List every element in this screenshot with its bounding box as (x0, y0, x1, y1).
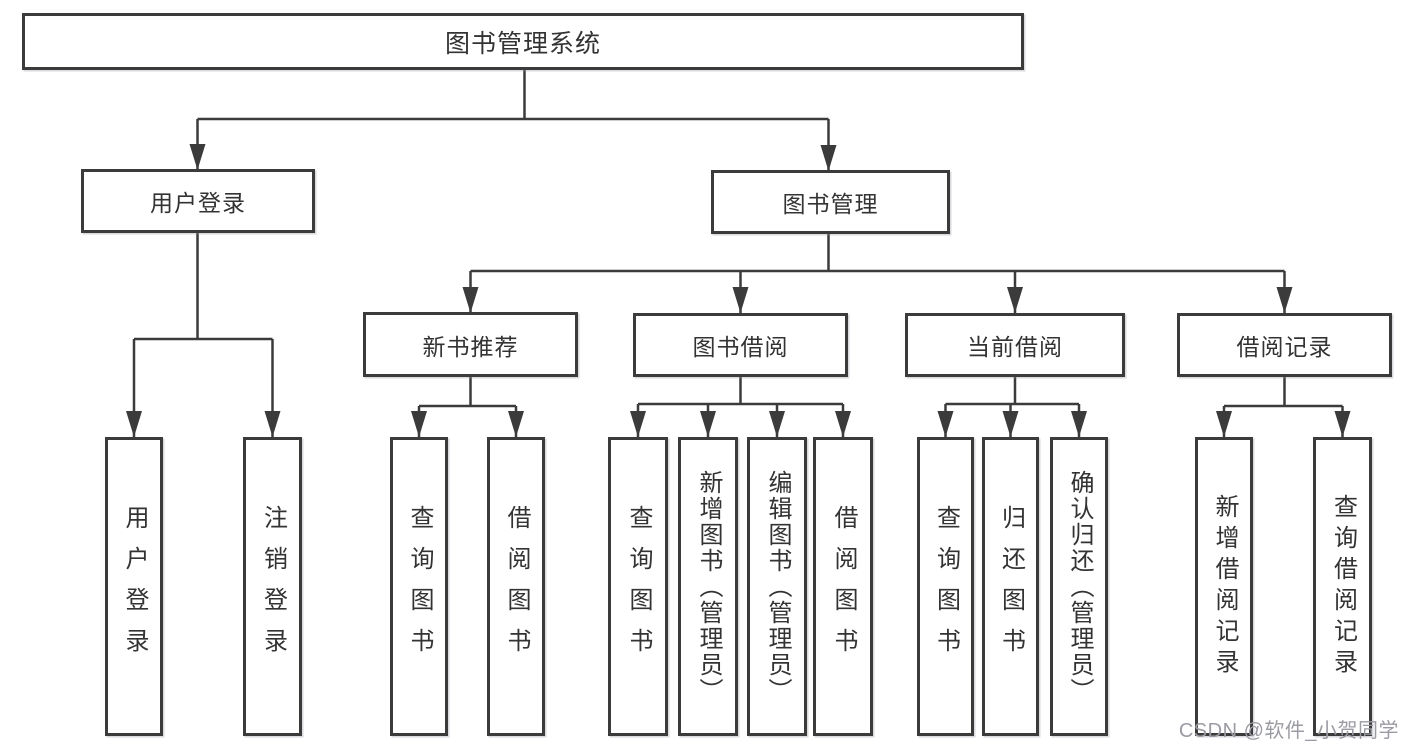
node-label: 图书管理系统 (444, 29, 601, 58)
node-new-book-recommendation: 新书推荐 (363, 312, 578, 377)
arrow-heads (126, 144, 1351, 437)
leaf-label: 借阅图书 (830, 504, 857, 669)
leaf-add-borrow-record: 新增借阅记录 (1195, 437, 1253, 736)
leaf-borrow-books: 借阅图书 (813, 437, 873, 736)
node-label: 借阅记录 (1236, 334, 1333, 360)
leaf-label: 归还图书 (997, 504, 1025, 669)
node-label: 图书管理 (782, 191, 879, 217)
node-book-borrowing: 图书借阅 (633, 313, 848, 377)
leaf-label: 借阅图书 (503, 504, 530, 669)
leaf-query-books-current: 查询图书 (917, 437, 974, 736)
node-book-management-module: 图书管理 (711, 170, 950, 234)
tree-edges (132, 68, 1344, 437)
leaf-label: 用户登录 (121, 504, 148, 669)
leaf-label: 查询图书 (932, 504, 960, 669)
node-label: 用户登录 (150, 190, 246, 216)
node-label: 图书借阅 (692, 334, 789, 360)
leaf-label: 编辑图书（管理员） (764, 469, 791, 704)
leaf-label: 新增图书（管理员） (695, 469, 722, 704)
leaf-return-books: 归还图书 (982, 437, 1039, 736)
leaf-label: 注销登录 (259, 504, 287, 669)
node-borrowing-records: 借阅记录 (1177, 313, 1392, 377)
leaf-label: 新增借阅记录 (1211, 493, 1238, 680)
node-library-management-system: 图书管理系统 (22, 13, 1024, 70)
leaf-confirm-return-admin: 确认归还（管理员） (1050, 437, 1108, 736)
node-current-borrowing: 当前借阅 (905, 313, 1125, 377)
leaf-label: 确认归还（管理员） (1066, 469, 1093, 704)
leaf-add-books-admin: 新增图书（管理员） (678, 437, 738, 736)
leaf-user-login: 用户登录 (105, 437, 163, 736)
leaf-logout: 注销登录 (243, 437, 302, 736)
node-user-login-module: 用户登录 (81, 169, 315, 233)
csdn-watermark: CSDN @软件_小贺同学 (1178, 720, 1399, 742)
leaf-query-borrow-record: 查询借阅记录 (1313, 437, 1372, 736)
node-label: 新书推荐 (422, 333, 519, 360)
leaf-label: 查询图书 (406, 504, 433, 669)
node-label: 当前借阅 (967, 334, 1063, 360)
leaf-borrow-books-recommend: 借阅图书 (487, 437, 545, 736)
leaf-query-books-borrow: 查询图书 (608, 437, 668, 736)
leaf-label: 查询借阅记录 (1329, 493, 1357, 680)
leaf-label: 查询图书 (625, 504, 652, 669)
leaf-edit-books-admin: 编辑图书（管理员） (747, 437, 807, 736)
leaf-query-books-recommend: 查询图书 (390, 437, 448, 736)
